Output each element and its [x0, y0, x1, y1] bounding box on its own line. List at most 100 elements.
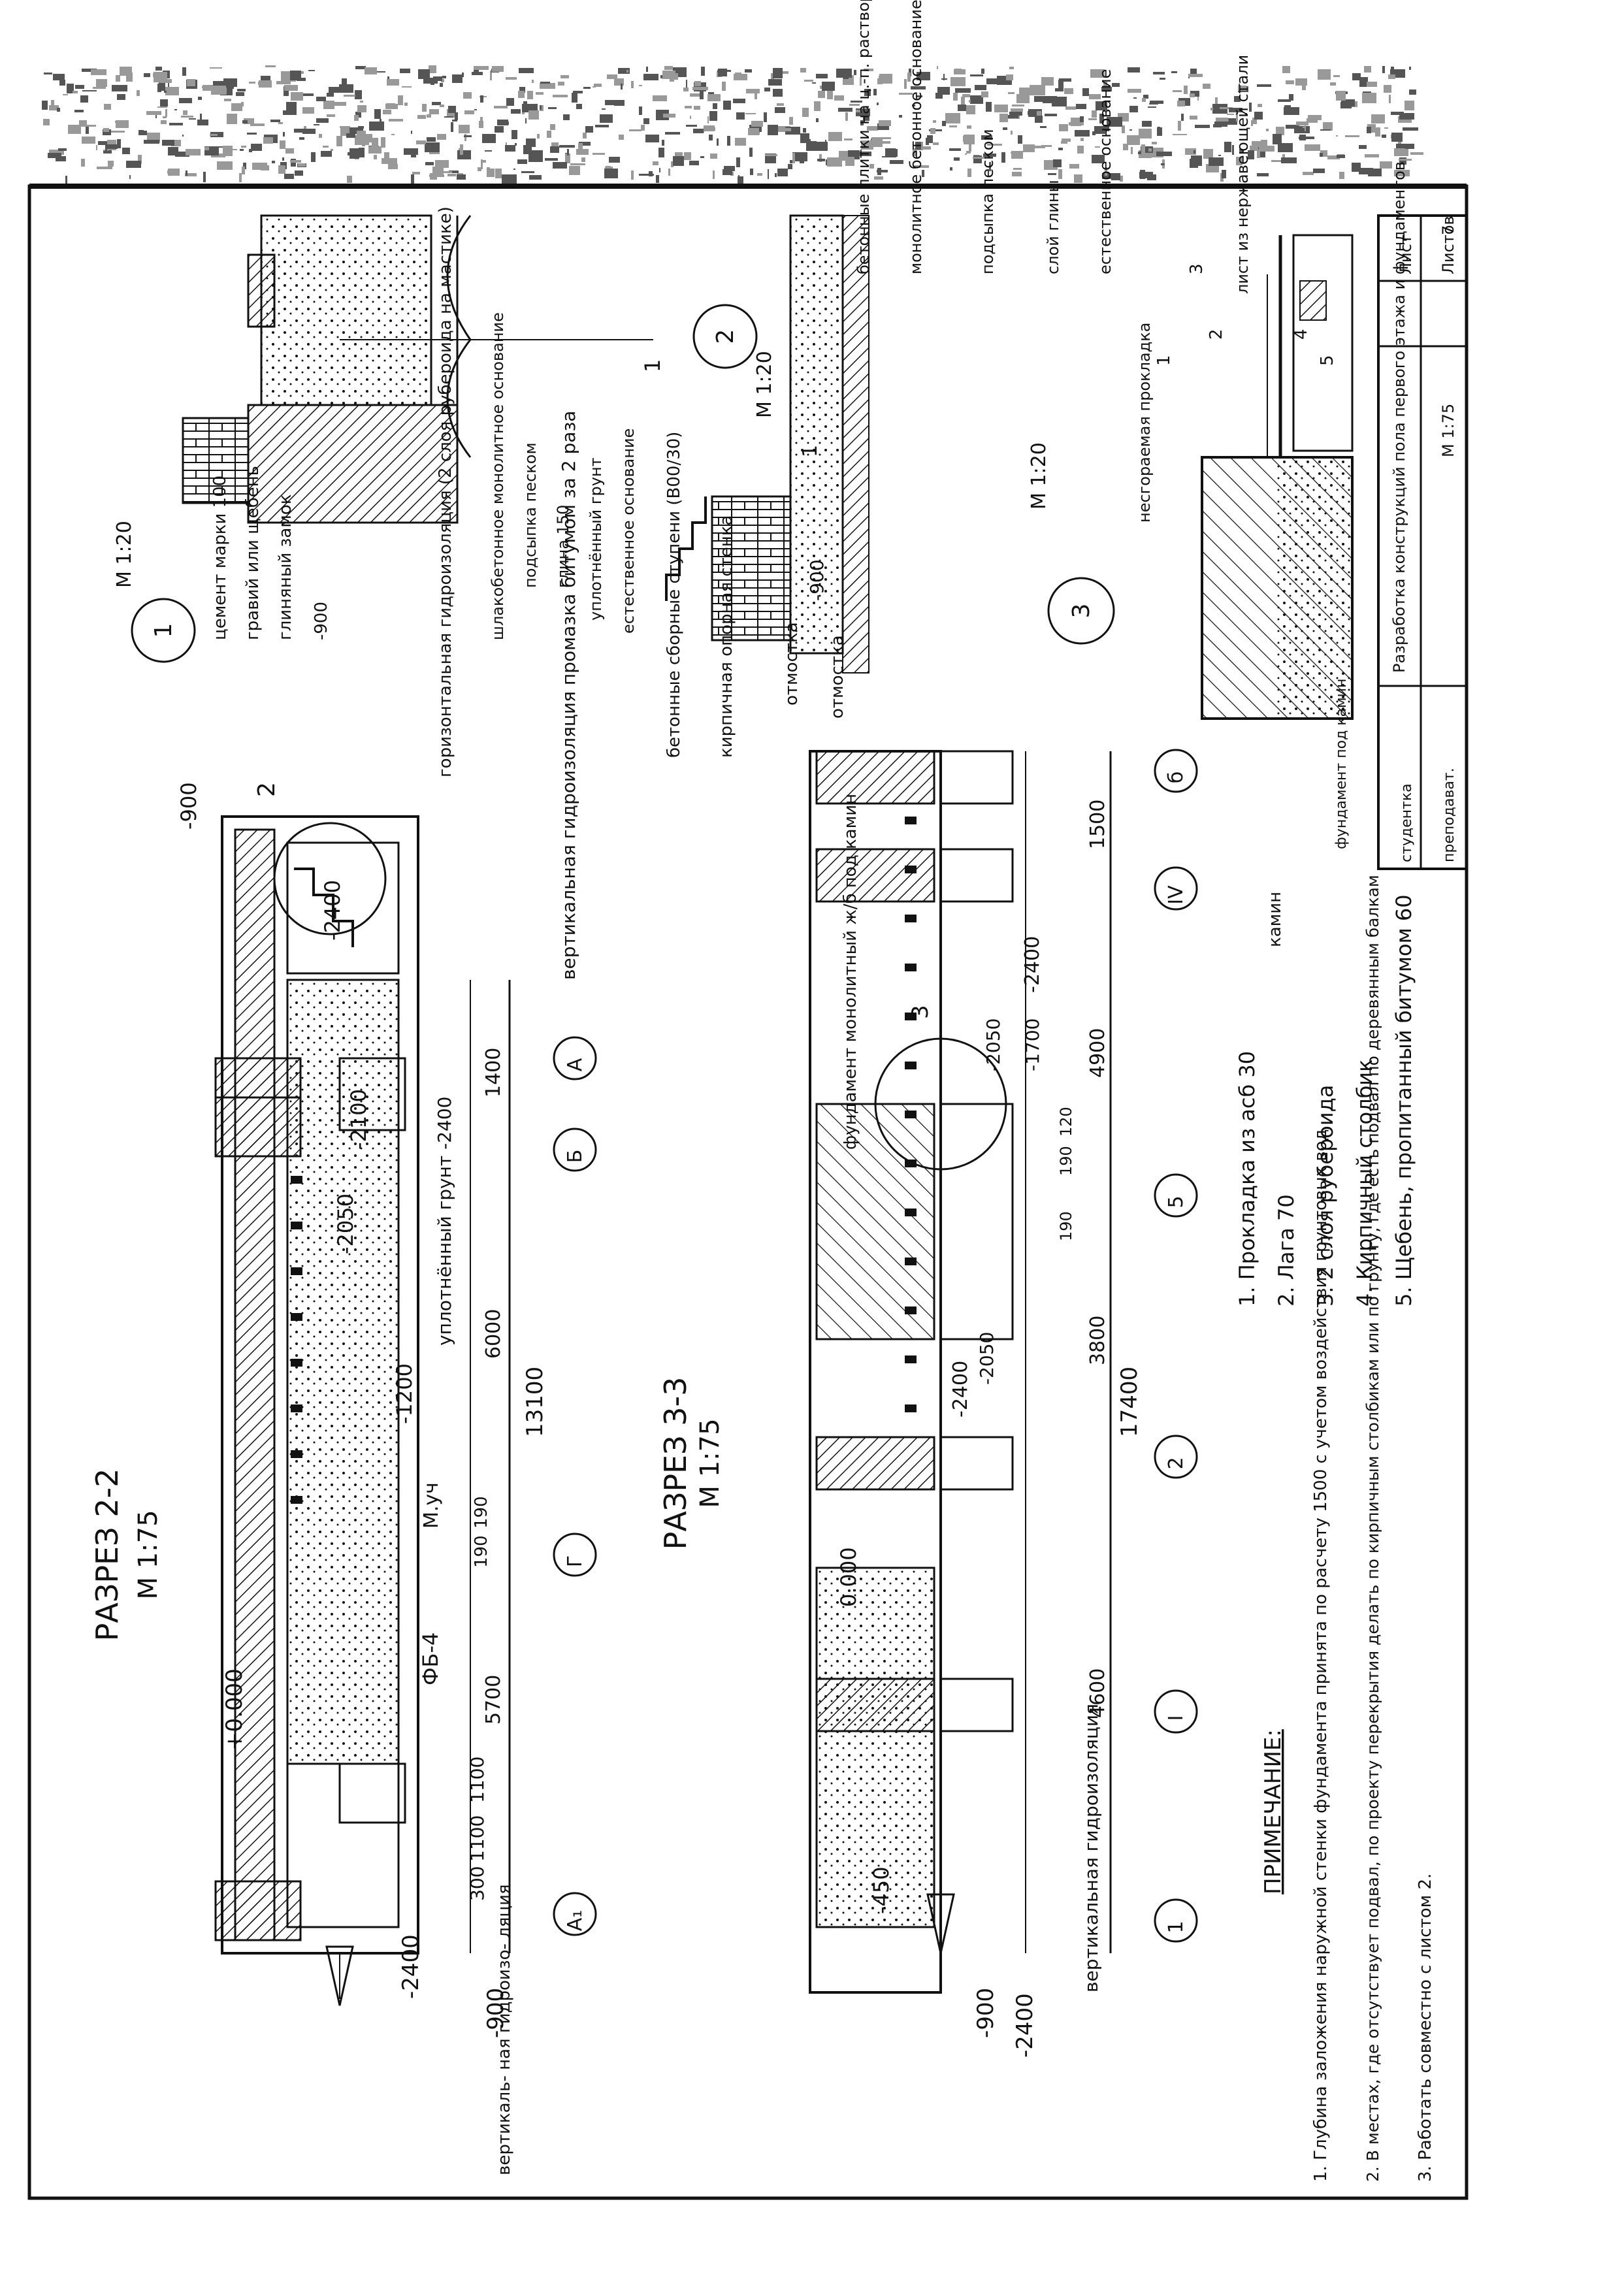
- scan-speck: [291, 92, 303, 101]
- scan-speck: [1173, 90, 1182, 92]
- scan-speck: [388, 164, 398, 169]
- scan-speck: [1258, 147, 1265, 157]
- axis-33-5: б: [1165, 771, 1188, 784]
- scan-speck: [459, 125, 470, 133]
- scan-speck: [935, 93, 943, 99]
- scan-speck: [604, 169, 618, 178]
- scan-speck: [1077, 146, 1084, 154]
- scan-speck: [528, 154, 543, 162]
- scan-speck: [1398, 138, 1401, 146]
- scan-speck: [701, 67, 705, 76]
- scan-speck: [284, 86, 289, 96]
- scan-speck: [1074, 174, 1082, 183]
- joist-tick: [905, 1062, 917, 1069]
- scan-speck: [332, 102, 346, 106]
- scan-speck: [79, 120, 87, 127]
- scan-speck: [1181, 114, 1184, 121]
- scan-speck: [653, 95, 667, 101]
- callout-2-label: 2: [253, 782, 280, 797]
- scan-speck: [126, 73, 133, 82]
- scan-speck: [1340, 102, 1352, 108]
- scan-speck: [108, 161, 114, 167]
- scan-speck: [464, 134, 466, 141]
- level-33-7: -1700: [1022, 1018, 1043, 1071]
- scan-speck: [1150, 101, 1163, 104]
- detail-2-layer-4: естественное основание: [1096, 69, 1114, 274]
- scan-speck: [560, 75, 569, 78]
- scan-speck: [1257, 150, 1260, 158]
- legend-item-3: 4. Кирпичный столбик: [1352, 1060, 1377, 1306]
- scan-speck: [165, 109, 167, 117]
- scan-speck: [286, 102, 297, 112]
- scan-speck: [497, 120, 508, 125]
- scan-speck: [213, 81, 225, 88]
- scan-speck: [463, 92, 472, 99]
- scan-speck: [1064, 88, 1073, 94]
- scan-speck: [1359, 77, 1368, 87]
- scan-speck: [1142, 98, 1146, 102]
- scan-speck: [785, 128, 791, 131]
- note-item-0: 1. Глубина заложения наружной стенки фун…: [1311, 1129, 1331, 2182]
- scan-speck: [1143, 95, 1148, 99]
- scan-speck: [981, 135, 992, 140]
- scan-speck: [398, 95, 403, 105]
- scan-speck: [384, 152, 389, 159]
- scan-speck: [474, 66, 489, 70]
- scan-speck: [1391, 112, 1404, 115]
- scan-speck: [1203, 84, 1210, 89]
- note-item-2: 3. Работать совместно с листом 2.: [1416, 1874, 1435, 2182]
- scan-speck: [804, 80, 813, 82]
- scan-speck: [563, 114, 570, 120]
- scan-speck: [981, 91, 988, 97]
- level-33-2: -450: [869, 1866, 894, 1914]
- scan-speck: [1147, 174, 1156, 180]
- scan-speck: [1405, 144, 1414, 149]
- scan-speck: [1213, 124, 1222, 127]
- scan-speck: [540, 82, 550, 84]
- scan-speck: [583, 133, 587, 138]
- scan-speck: [693, 129, 704, 133]
- scan-speck: [1286, 125, 1299, 129]
- detail-2-number: 2: [712, 329, 739, 344]
- scan-speck: [455, 112, 458, 120]
- scan-speck: [249, 149, 252, 152]
- scan-speck: [975, 85, 986, 90]
- scan-speck: [440, 105, 444, 107]
- scan-speck: [1284, 107, 1299, 115]
- detail-1-layer-5: шлакобетонное монолитное основание: [489, 312, 507, 640]
- scan-speck: [748, 128, 759, 135]
- scan-speck: [573, 91, 583, 93]
- scan-speck: [724, 166, 735, 171]
- scan-speck: [954, 69, 962, 71]
- scan-speck: [138, 131, 147, 135]
- scan-speck: [404, 148, 418, 155]
- scan-speck: [116, 75, 120, 82]
- scan-speck: [1129, 129, 1132, 131]
- scan-speck: [800, 68, 806, 73]
- scan-speck: [96, 79, 107, 87]
- scan-speck: [1096, 101, 1107, 110]
- scan-speck: [1059, 78, 1071, 82]
- scan-speck: [1337, 155, 1345, 158]
- scan-speck: [1345, 135, 1359, 137]
- scan-speck: [1018, 135, 1022, 144]
- scan-speck: [690, 116, 691, 119]
- scan-speck: [65, 176, 67, 184]
- scan-speck: [1011, 151, 1023, 159]
- stamp-title: Разработка конструкций пола первого этаж…: [1390, 161, 1408, 673]
- scan-speck: [631, 170, 634, 180]
- scan-speck: [1330, 82, 1336, 86]
- scan-speck: [1399, 113, 1414, 120]
- scan-speck: [1034, 96, 1050, 102]
- scan-speck: [364, 134, 372, 142]
- scan-speck: [816, 74, 828, 78]
- detail-1-scale: М 1:20: [113, 521, 136, 588]
- scan-speck: [1040, 126, 1047, 128]
- scan-speck: [137, 90, 140, 96]
- joist-tick: [905, 1355, 917, 1363]
- scan-speck: [63, 94, 68, 95]
- scan-speck: [738, 176, 743, 185]
- scan-speck: [115, 121, 118, 123]
- scan-speck: [882, 156, 896, 157]
- scan-speck: [1089, 94, 1101, 99]
